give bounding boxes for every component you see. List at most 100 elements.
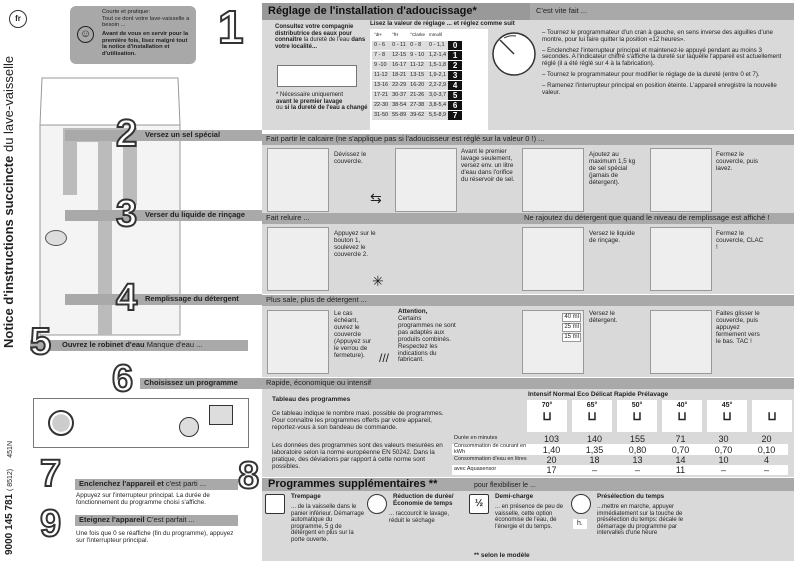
- hardness-cell: 7 - 8: [372, 50, 391, 61]
- hardness-cell: 18-21: [390, 70, 409, 81]
- hardness-cell: 55-89: [390, 110, 409, 121]
- hardness-cell: 3,0-3,7: [426, 90, 449, 101]
- program-names: Intensif Normal Eco Délicat Rapide Préla…: [528, 391, 669, 398]
- program-value: 1,40: [530, 444, 573, 455]
- row-label: Durée en minutes: [454, 435, 498, 442]
- consult-text: Consultez votre compagnie distributrice …: [275, 24, 366, 50]
- intro-line: Courte et pratique:: [102, 9, 151, 15]
- unscrew-cap-image: [267, 148, 329, 212]
- program-value: –: [616, 465, 659, 475]
- local-hardness-field[interactable]: [277, 65, 357, 87]
- step-number: 1: [217, 1, 245, 53]
- programs-title: Tableau des programmes: [272, 396, 351, 403]
- row-label: Consommation de courant en kWh: [452, 443, 530, 455]
- hardness-column-header: mmol/l: [426, 30, 449, 41]
- step-number: 3: [115, 193, 138, 235]
- document-code: 9000 145 781 ( 8512) 451N: [4, 441, 15, 555]
- program-value: 20: [546, 455, 557, 465]
- hardness-cell: 21-26: [408, 90, 427, 101]
- step-7-bar: Enclenchez l'appareil et c'est parti ...: [75, 479, 238, 490]
- control-panel-illustration: [33, 398, 249, 448]
- program-icon: ⊔: [722, 409, 732, 423]
- step-9-text: Une fois que 0 se réaffiche (fin du prog…: [76, 530, 234, 544]
- option-text: ... raccourcit le lavage, réduit le séch…: [389, 511, 450, 524]
- step-caption: Fermez le couvercle, CLAC !: [716, 230, 764, 251]
- hardness-cell: 22-30: [372, 100, 391, 111]
- hardness-cell: 11-12: [372, 70, 391, 81]
- instruction-item: – Ramenez l'interrupteur principal en po…: [542, 81, 777, 96]
- hardness-cell: 0 - 6: [372, 40, 391, 51]
- program-knob-icon: [179, 417, 199, 437]
- program-value: 155: [629, 434, 646, 444]
- hardness-cell: 9 -10: [372, 60, 391, 71]
- open-detergent-lid-image: [267, 310, 329, 374]
- step-caption: Versez le liquide de rinçage.: [589, 230, 635, 244]
- setting-value: 2: [448, 60, 463, 71]
- step-number: 2: [115, 113, 138, 155]
- setting-value: 6: [448, 100, 463, 111]
- hardness-cell: 16-17: [390, 60, 409, 71]
- setting-value: 5: [448, 90, 463, 101]
- program-icon-tile: 65°⊔: [572, 400, 612, 432]
- program-value: –: [702, 465, 745, 475]
- language-badge: fr: [9, 10, 27, 28]
- option-text: ... de la vaisselle dans le panier infér…: [291, 504, 365, 543]
- option-title: Réduction de durée/ Économie de temps: [393, 493, 454, 507]
- step-7-text: Appuyez sur l'interrupteur principal. La…: [76, 492, 210, 506]
- smiley-icon: ☺: [77, 26, 94, 43]
- setting-value: 0: [448, 40, 463, 51]
- attention-note: Attention,Certains programmes ne sont pa…: [398, 308, 456, 364]
- step-caption: Versez le détergent.: [589, 310, 618, 324]
- fill-level-mark: 25 ml: [562, 322, 581, 332]
- step-2-subtitle: Fait partir le calcaire (ne s'applique p…: [262, 134, 794, 145]
- hardness-cell: 1,5-1,8: [426, 60, 449, 71]
- step-caption: Ajoutez au maximum 1,5 kg de sel spécial…: [589, 151, 636, 186]
- hardness-column-header: [448, 30, 463, 41]
- setting-value: 7: [448, 110, 463, 121]
- program-value: 0,80: [616, 444, 659, 455]
- close-rinse-lid-image: [650, 227, 712, 291]
- setting-value: 1: [448, 50, 463, 61]
- program-temperature: 40°: [676, 402, 688, 409]
- section-subtitle: C'est vite fait ...: [530, 3, 794, 20]
- step-number: 5: [29, 321, 52, 363]
- program-value: 13: [632, 455, 643, 465]
- hardness-cell: 11-12: [408, 60, 427, 71]
- options-panel: [262, 491, 794, 561]
- hour-label: h.: [573, 519, 587, 530]
- program-value: 17: [530, 465, 573, 475]
- option-title: Présélection du temps: [597, 493, 665, 500]
- program-value: 11: [659, 465, 702, 475]
- step-6-bar: Choisissez un programme: [140, 378, 262, 389]
- program-temperature: 50°: [631, 402, 643, 409]
- clock-icon: [571, 494, 591, 514]
- hardness-cell: 9 - 10: [408, 50, 427, 61]
- program-value: 4: [763, 455, 769, 465]
- option-2: Réduction de durée/ Économie de temps...…: [367, 493, 467, 560]
- program-value: –: [573, 465, 616, 475]
- hardness-column-header: °Clarke: [408, 30, 427, 41]
- hardness-cell: 0 - 1,1: [426, 40, 449, 51]
- soak-icon: [265, 494, 285, 514]
- row-label: Consommation d'eau en litres: [454, 456, 527, 463]
- hardness-cell: 1,2-1,4: [426, 50, 449, 61]
- footnote: ** selon le modèle: [474, 552, 530, 559]
- step-caption: Le cas échéant, ouvrez le couvercle (App…: [334, 310, 372, 359]
- program-icon: ⊔: [632, 409, 642, 423]
- program-icon: ⊔: [587, 409, 597, 423]
- step-2-bar: Versez un sel spécial: [65, 130, 262, 141]
- program-value: –: [745, 465, 788, 475]
- option-text: ...mettre en marche, appuyer immédiateme…: [597, 504, 684, 537]
- instruction-item: – Tournez le programmateur d'un cran à g…: [542, 29, 773, 43]
- program-value: 0,10: [745, 444, 788, 455]
